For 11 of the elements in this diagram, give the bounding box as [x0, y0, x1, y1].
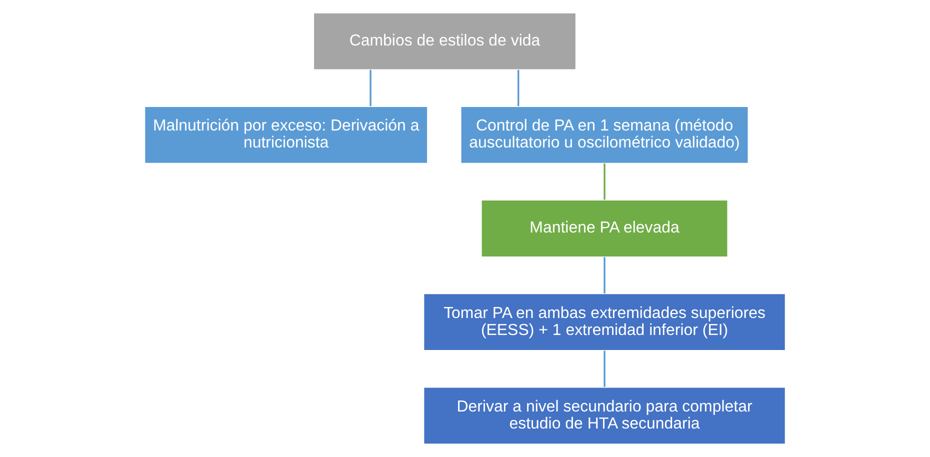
connector [604, 257, 606, 294]
node-box: Derivar a nivel secundario para completar estudio de HTA secundaria [423, 386, 786, 445]
connector [518, 70, 520, 106]
node-box: Mantiene PA elevada [480, 199, 728, 258]
node-box: Tomar PA en ambas extremidades superiores (EESS) + 1 extremidad inferior (EI) [423, 292, 786, 352]
node-box: Cambios de estilos de vida [312, 12, 577, 70]
node-box: Malnutrición por exceso: Derivación a nutricionista [144, 106, 428, 164]
node-box: Control de PA en 1 semana (método auscultatorio u oscilométrico validado) [460, 106, 749, 164]
connector [370, 70, 372, 106]
connector [604, 350, 606, 387]
connector [604, 164, 606, 200]
